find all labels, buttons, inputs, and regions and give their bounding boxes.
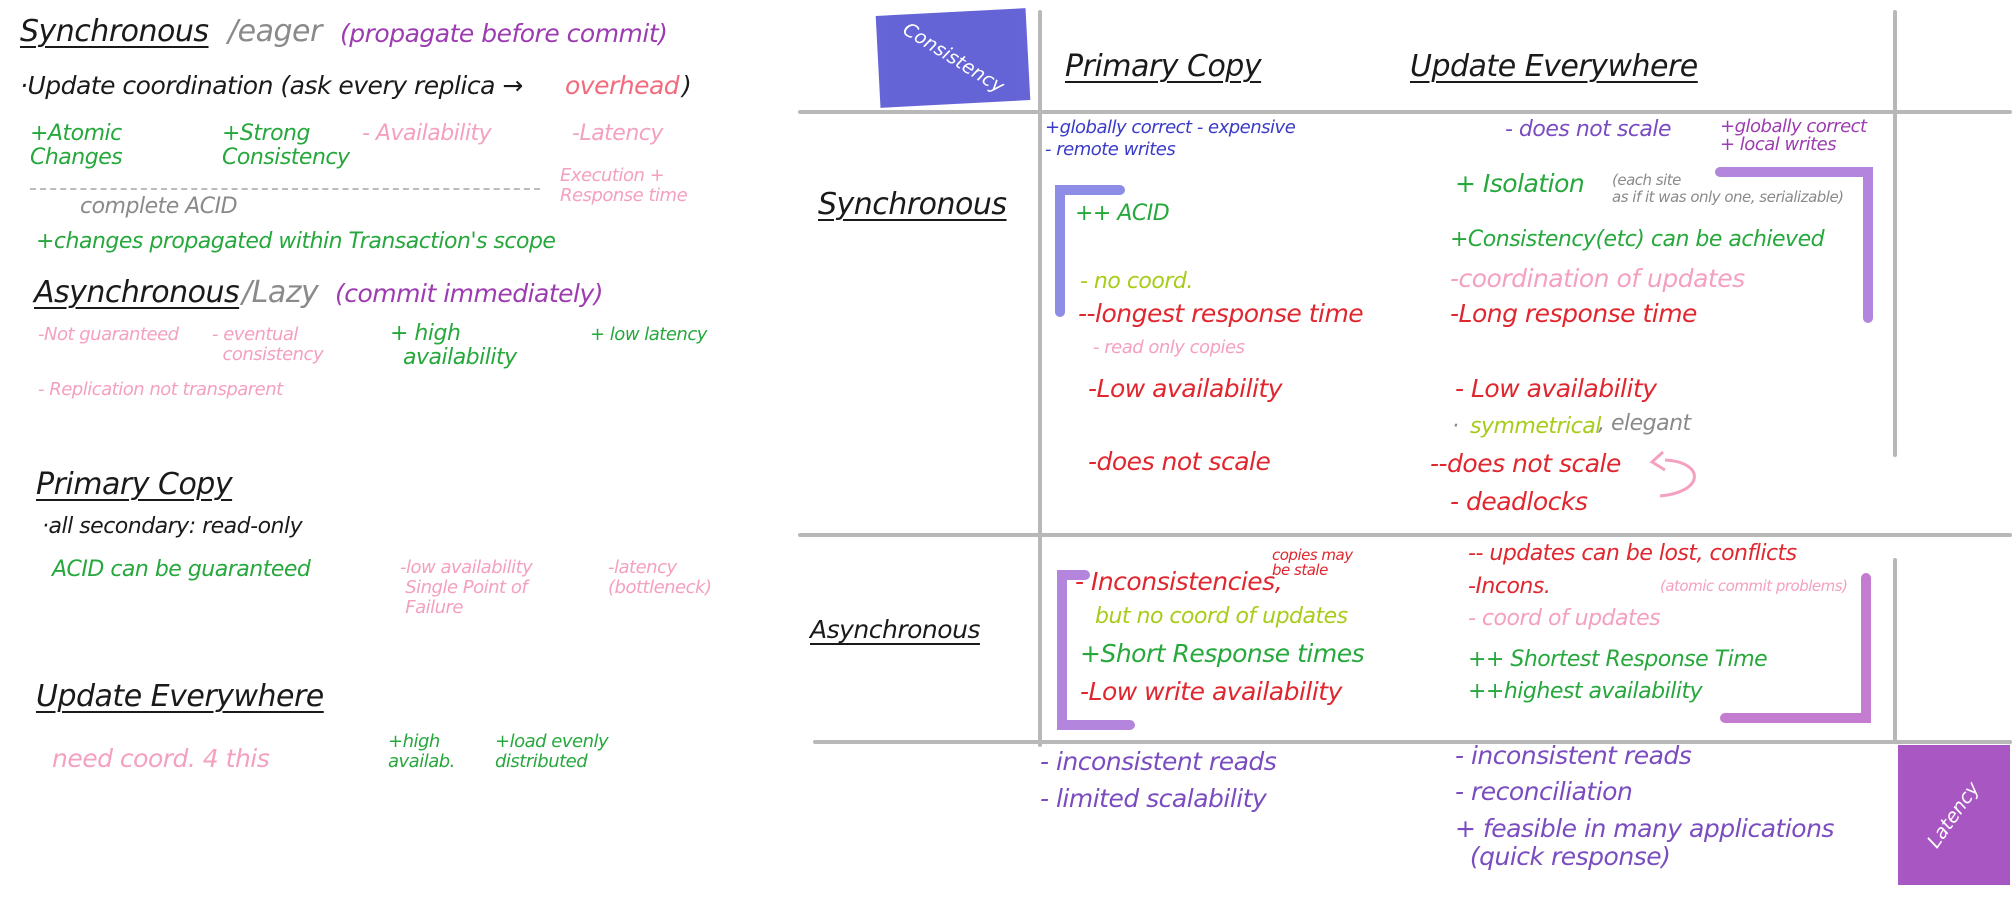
sync-update-coord: -coordination of updates	[1450, 264, 1745, 293]
complete-acid: complete ACID	[80, 194, 238, 219]
update-everywhere-heading: Update Everywhere	[36, 679, 324, 714]
sync-update-elegant: , elegant	[1598, 411, 1691, 436]
col-header-primary-copy: Primary Copy	[1065, 49, 1262, 84]
changes-propagated: +changes propagated within Transaction's…	[36, 229, 556, 254]
async-note: (commit immediately)	[335, 279, 604, 308]
async-primary-short-resp: +Short Response times	[1080, 639, 1365, 668]
sync-primary-acid: ++ ACID	[1075, 201, 1170, 226]
primary-copy-heading: Primary Copy	[36, 467, 233, 502]
not-guaranteed: -Not guaranteed	[38, 324, 179, 345]
sync-update-not-scale-top: - does not scale	[1505, 117, 1672, 142]
async-primary-inconsistencies: - Inconsistencies,	[1075, 567, 1283, 596]
sync-update-bullet: ·	[1452, 414, 1459, 439]
row-header-synchronous: Synchronous	[818, 187, 1007, 222]
sync-primary-globally: +globally correct - expensive	[1045, 117, 1296, 138]
dashed-divider	[30, 188, 540, 190]
sync-update-consistency: +Consistency(etc) can be achieved	[1450, 227, 1825, 252]
sync-update-isolation-note: (each site as if it was only one, serial…	[1612, 171, 1844, 206]
async-slash: /Lazy	[242, 275, 319, 310]
need-coord: need coord. 4 this	[52, 744, 270, 773]
sync-primary-remote: - remote writes	[1045, 139, 1176, 160]
sync-note: (propagate before commit)	[340, 19, 668, 48]
sync-heading: Synchronous	[20, 14, 209, 49]
sync-slash: /eager	[228, 14, 322, 49]
async-primary-no-coord: but no coord of updates	[1095, 604, 1348, 629]
async-update-coord: - coord of updates	[1468, 606, 1661, 631]
replication-transparent: - Replication not transparent	[38, 379, 283, 400]
eventual-consistency: - eventual consistency	[212, 324, 324, 365]
async-update-atomic-commit: (atomic commit problems)	[1660, 577, 1848, 595]
bottom-update-inconsistent: - inconsistent reads	[1455, 741, 1692, 770]
sync-update-low-avail: - Low availability	[1455, 374, 1657, 403]
async-heading: Asynchronous	[34, 275, 240, 310]
close-paren: )	[682, 71, 692, 100]
sync-primary-read-only: - read only copies	[1093, 337, 1245, 358]
async-update-lost: -- updates can be lost, conflicts	[1468, 541, 1797, 566]
col-header-update-everywhere: Update Everywhere	[1410, 49, 1698, 84]
consistency-badge: Consistency	[875, 8, 1031, 108]
async-update-shortest: ++ Shortest Response Time	[1468, 647, 1768, 672]
sync-update-long-response: -Long response time	[1450, 299, 1697, 328]
sync-update-deadlocks: - deadlocks	[1450, 487, 1588, 516]
async-primary-copies-may: copies may be stale	[1272, 546, 1353, 579]
latency-bottleneck: -latency (bottleneck)	[608, 557, 712, 598]
availability-minus: - Availability	[362, 121, 492, 146]
high-availab: +high availab.	[388, 731, 455, 772]
sync-primary-low-avail: -Low availability	[1088, 374, 1283, 403]
async-update-highest: ++highest availability	[1468, 679, 1703, 704]
latency-minus: -Latency	[572, 121, 663, 146]
sync-primary-not-scale: -does not scale	[1088, 447, 1271, 476]
sync-update-globally: +globally correct + local writes	[1720, 116, 1867, 155]
low-availability-spof: -low availability Single Point of Failur…	[400, 557, 533, 618]
bottom-primary-limited: - limited scalability	[1040, 784, 1267, 813]
acid-guaranteed: ACID can be guaranteed	[52, 557, 311, 582]
sync-update-isolation: + Isolation	[1455, 169, 1585, 198]
sync-primary-no-coord: - no coord.	[1080, 269, 1193, 294]
async-primary-low-write: -Low write availability	[1080, 677, 1342, 706]
sync-update-symmetrical: symmetrical	[1470, 414, 1601, 439]
low-latency: + low latency	[590, 324, 707, 345]
all-secondary: ·all secondary: read-only	[42, 514, 303, 539]
execution-response: Execution + Response time	[560, 165, 688, 206]
sync-update-not-scale: --does not scale	[1430, 449, 1621, 478]
strong-consistency: +Strong Consistency	[222, 121, 350, 171]
high-availability: + high availability	[390, 321, 517, 371]
sync-primary-longest: --longest response time	[1078, 299, 1364, 328]
row-header-asynchronous: Asynchronous	[810, 615, 980, 644]
latency-badge: Latency	[1898, 745, 2010, 885]
update-coordination: ·Update coordination (ask every replica …	[20, 71, 523, 100]
load-evenly: +load evenly distributed	[495, 731, 609, 772]
async-update-incons: -Incons.	[1468, 574, 1551, 599]
atomic-changes: +Atomic Changes	[30, 121, 123, 171]
bottom-update-reconciliation: - reconciliation	[1455, 777, 1633, 806]
bottom-update-feasible: + feasible in many applications (quick r…	[1455, 814, 1834, 871]
bottom-primary-inconsistent: - inconsistent reads	[1040, 747, 1277, 776]
overhead-text: overhead	[565, 71, 680, 100]
